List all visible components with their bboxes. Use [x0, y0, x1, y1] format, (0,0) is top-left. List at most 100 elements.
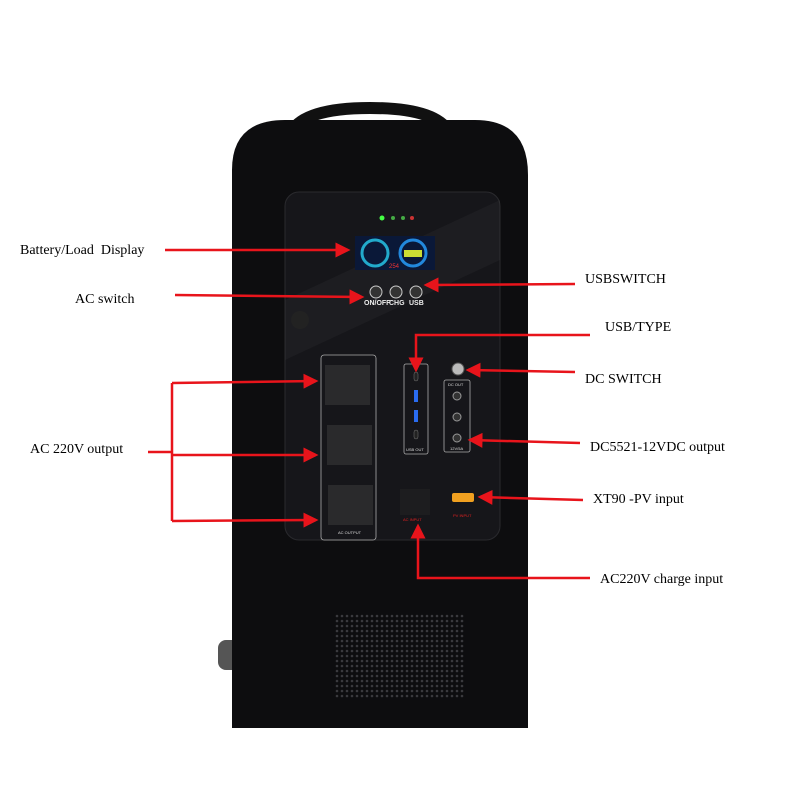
vent-hole: [410, 614, 414, 618]
vent-hole: [350, 689, 354, 693]
vent-hole: [375, 669, 379, 673]
vent-hole: [360, 644, 364, 648]
vent-hole: [360, 624, 364, 628]
vent-hole: [420, 689, 424, 693]
vent-hole: [410, 689, 414, 693]
vent-hole: [425, 684, 429, 688]
vent-hole: [440, 614, 444, 618]
vent-hole: [460, 674, 464, 678]
vent-hole: [380, 619, 384, 623]
vent-hole: [395, 614, 399, 618]
ac-outlet: [325, 365, 370, 405]
vent-hole: [425, 674, 429, 678]
vent-hole: [350, 659, 354, 663]
vent-hole: [460, 624, 464, 628]
vent-hole: [345, 694, 349, 698]
vent-hole: [345, 624, 349, 628]
vent-hole: [410, 664, 414, 668]
vent-hole: [390, 669, 394, 673]
vent-hole: [355, 664, 359, 668]
vent-hole: [435, 629, 439, 633]
vent-hole: [395, 694, 399, 698]
vent-hole: [345, 639, 349, 643]
vent-hole: [385, 669, 389, 673]
vent-hole: [410, 649, 414, 653]
vent-hole: [430, 674, 434, 678]
vent-hole: [380, 694, 384, 698]
vent-hole: [385, 649, 389, 653]
vent-hole: [335, 689, 339, 693]
vent-hole: [415, 639, 419, 643]
vent-hole: [400, 684, 404, 688]
vent-hole: [375, 614, 379, 618]
vent-hole: [385, 684, 389, 688]
vent-hole: [365, 674, 369, 678]
vent-hole: [370, 664, 374, 668]
vent-hole: [440, 624, 444, 628]
vent-hole: [420, 694, 424, 698]
vent-hole: [425, 634, 429, 638]
vent-hole: [450, 659, 454, 663]
vent-hole: [435, 694, 439, 698]
vent-hole: [390, 639, 394, 643]
vent-hole: [440, 674, 444, 678]
vent-hole: [400, 679, 404, 683]
vent-hole: [400, 639, 404, 643]
vent-hole: [410, 634, 414, 638]
vent-hole: [360, 649, 364, 653]
vent-hole: [370, 674, 374, 678]
vent-hole: [430, 629, 434, 633]
vent-hole: [450, 689, 454, 693]
vent-hole: [420, 669, 424, 673]
ac-input-label: AC INPUT: [403, 517, 422, 522]
vent-hole: [385, 694, 389, 698]
vent-hole: [415, 649, 419, 653]
vent-hole: [405, 624, 409, 628]
vent-hole: [415, 619, 419, 623]
label-ac-output: AC 220V output: [30, 442, 124, 457]
vent-hole: [400, 694, 404, 698]
vent-hole: [390, 614, 394, 618]
label-xt90: XT90 -PV input: [593, 492, 684, 507]
vent-hole: [460, 614, 464, 618]
vent-hole: [365, 639, 369, 643]
vent-hole: [450, 634, 454, 638]
vent-hole: [405, 644, 409, 648]
vent-hole: [410, 659, 414, 663]
vent-hole: [365, 669, 369, 673]
vent-hole: [450, 639, 454, 643]
vent-hole: [450, 679, 454, 683]
vent-hole: [425, 679, 429, 683]
vent-hole: [415, 629, 419, 633]
vent-hole: [460, 639, 464, 643]
vent-hole: [430, 689, 434, 693]
vent-hole: [445, 669, 449, 673]
vent-hole: [450, 674, 454, 678]
vent-hole: [450, 694, 454, 698]
vent-hole: [345, 614, 349, 618]
power-button: [369, 285, 383, 299]
vent-hole: [370, 634, 374, 638]
vent-hole: [335, 614, 339, 618]
vent-hole: [390, 649, 394, 653]
vent-hole: [420, 684, 424, 688]
vent-hole: [390, 664, 394, 668]
vent-hole: [380, 664, 384, 668]
vent-hole: [455, 669, 459, 673]
vent-hole: [425, 644, 429, 648]
vent-hole: [435, 639, 439, 643]
label-dc-switch: DC SWITCH: [585, 372, 662, 387]
vent-hole: [355, 619, 359, 623]
vent-hole: [440, 619, 444, 623]
vent-hole: [350, 694, 354, 698]
vent-hole: [385, 629, 389, 633]
vent-hole: [420, 619, 424, 623]
svg-text:254: 254: [389, 264, 400, 270]
vent-hole: [370, 659, 374, 663]
chg-label: CHG: [389, 300, 405, 307]
battery-load-display: 254: [355, 236, 435, 270]
label-usb-type: USB/TYPE: [605, 320, 672, 335]
vent-hole: [430, 664, 434, 668]
vent-hole: [355, 684, 359, 688]
